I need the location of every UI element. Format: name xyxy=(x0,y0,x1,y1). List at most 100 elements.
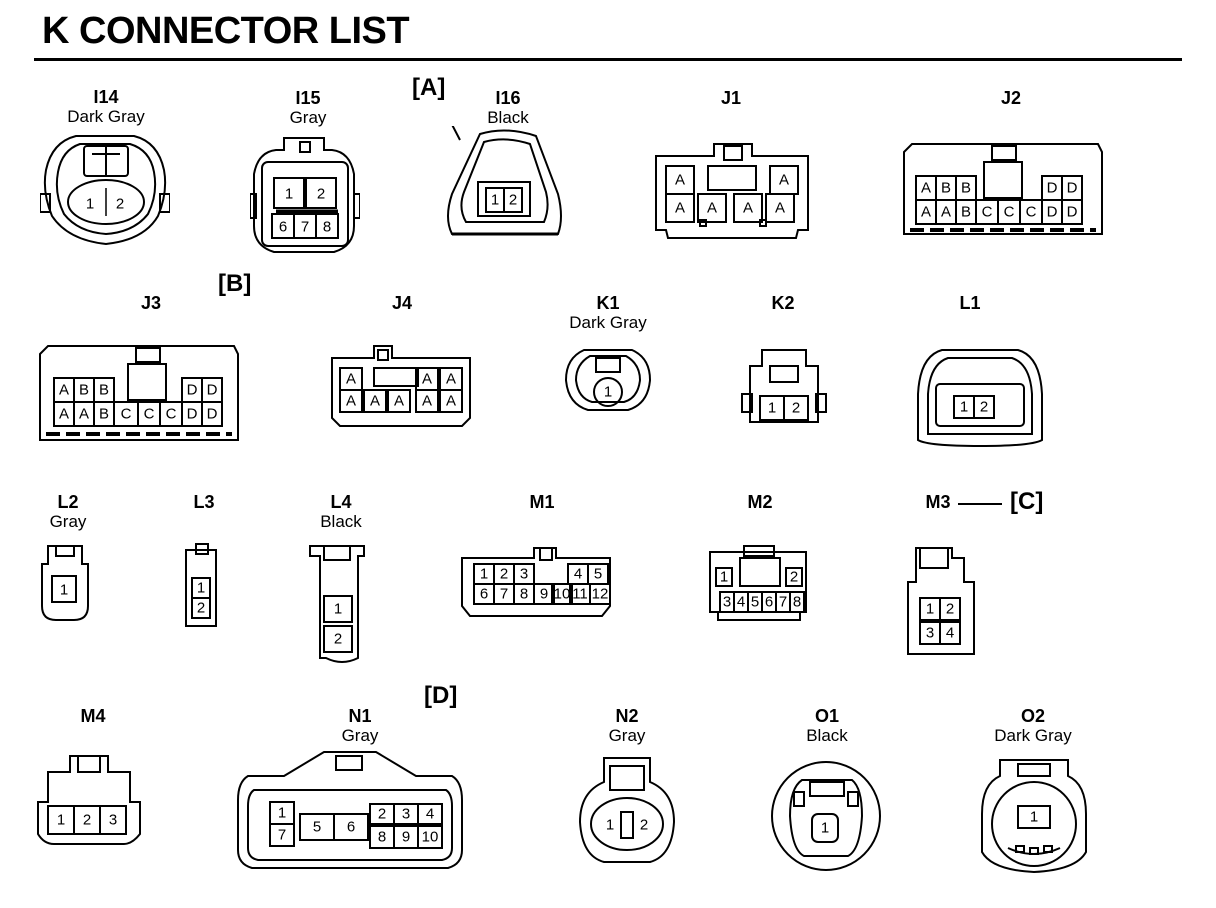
pin-label: A xyxy=(346,371,356,388)
pin-label: 1 xyxy=(285,186,293,203)
pin-label: A xyxy=(775,200,785,217)
pin-label: C xyxy=(166,406,177,423)
connector-drawing-k2: 1 2 xyxy=(741,349,827,423)
pin-label: A xyxy=(446,393,456,410)
pin-label: D xyxy=(1067,180,1078,197)
pin-label: D xyxy=(207,382,218,399)
connector-label-l3: L3 xyxy=(193,492,214,512)
connector-code: J4 xyxy=(391,293,413,313)
pin-label: 6 xyxy=(765,594,773,611)
connector-drawing-i16: 1 2 xyxy=(447,126,562,236)
connector-label-o1: O1 Black xyxy=(806,706,848,746)
pin-label: 2 xyxy=(116,196,124,213)
pin-label: 2 xyxy=(946,601,954,618)
connector-drawing-m2: 1 2 3 4 5 6 7 8 xyxy=(709,545,807,621)
callout-b: [B] xyxy=(218,270,252,297)
pin-label: 4 xyxy=(946,625,954,642)
connector-color: Gray xyxy=(608,726,646,745)
connector-drawing-j3: A B B D D A A B C C C D D xyxy=(39,345,239,441)
pin-label: B xyxy=(961,204,971,221)
connector-color: Gray xyxy=(289,108,327,127)
pin-label: C xyxy=(982,204,993,221)
pin-label: 5 xyxy=(594,566,602,583)
pin-label: A xyxy=(707,200,717,217)
pin-label: 2 xyxy=(792,400,800,417)
connector-label-k1: K1 Dark Gray xyxy=(569,293,646,333)
pin-label: 8 xyxy=(323,219,331,236)
connector-drawing-j2: A B B D D A A B C C C D D xyxy=(903,143,1103,235)
connector-label-i16: I16 Black xyxy=(487,88,529,128)
pin-label: D xyxy=(187,382,198,399)
pin-label: 12 xyxy=(592,586,609,603)
pin-label: 1 xyxy=(86,196,94,213)
connector-label-l4: L4 Black xyxy=(320,492,362,532)
connector-code: L3 xyxy=(193,492,215,512)
pin-label: 8 xyxy=(378,829,386,846)
connector-code: O1 xyxy=(814,706,840,726)
pin-label: A xyxy=(675,200,685,217)
connector-drawing-o1: 1 xyxy=(771,761,881,871)
connector-drawing-i14: 1 2 xyxy=(40,135,170,246)
connector-code: I14 xyxy=(93,87,119,107)
pin-label: A xyxy=(79,406,89,423)
connector-drawing-m4: 1 2 3 xyxy=(37,755,141,845)
connector-drawing-l1: 1 2 xyxy=(917,349,1043,448)
connector-code: J2 xyxy=(1000,88,1022,108)
connector-drawing-n1: 1 2 3 4 5 6 7 8 9 10 xyxy=(237,751,463,869)
pin-label: 9 xyxy=(540,586,548,603)
pin-label: 1 xyxy=(480,566,488,583)
pin-label: A xyxy=(422,371,432,388)
page-title: K CONNECTOR LIST xyxy=(42,10,410,52)
pin-label: C xyxy=(1004,204,1015,221)
pin-label: 1 xyxy=(768,400,776,417)
connector-code: J1 xyxy=(720,88,742,108)
pin-label: 1 xyxy=(720,569,728,586)
connector-label-m2: M2 xyxy=(747,492,772,512)
pin-label: 3 xyxy=(520,566,528,583)
connector-drawing-m1: 1 2 3 4 5 6 7 8 9 10 11 12 xyxy=(461,547,611,617)
pin-label: C xyxy=(121,406,132,423)
pin-label: B xyxy=(961,180,971,197)
callout-c: [C] xyxy=(1010,488,1044,515)
connector-code: M4 xyxy=(80,706,106,726)
connector-label-l1: L1 xyxy=(959,293,980,313)
connector-code: I15 xyxy=(295,88,321,108)
connector-drawing-l2: 1 xyxy=(41,545,89,621)
connector-code: N1 xyxy=(348,706,372,726)
pin-label: 8 xyxy=(520,586,528,603)
pin-label: 10 xyxy=(554,586,571,603)
connector-label-n2: N2 Gray xyxy=(609,706,646,746)
connector-color: Gray xyxy=(341,726,379,745)
pin-label: A xyxy=(394,393,404,410)
pin-label: 3 xyxy=(402,806,410,823)
pin-label: 7 xyxy=(500,586,508,603)
pin-label: A xyxy=(59,406,69,423)
pin-label: A xyxy=(921,180,931,197)
pin-label: 5 xyxy=(313,819,321,836)
pin-label: C xyxy=(1026,204,1037,221)
title-underline xyxy=(34,58,1182,61)
pin-label: 4 xyxy=(426,806,434,823)
pin-label: 3 xyxy=(109,812,117,829)
pin-label: B xyxy=(79,382,89,399)
pin-label: 1 xyxy=(60,582,68,599)
connector-label-j2: J2 xyxy=(1001,88,1021,108)
connector-code: I16 xyxy=(495,88,521,108)
pin-label: B xyxy=(941,180,951,197)
connector-color: Black xyxy=(806,726,848,745)
connector-code: O2 xyxy=(1020,706,1045,726)
pin-label: 1 xyxy=(606,817,614,834)
connector-label-j3: J3 xyxy=(141,293,161,313)
connector-drawing-i15: 1 2 6 7 8 xyxy=(250,137,360,253)
connector-code: M3 xyxy=(925,492,951,512)
pin-label: 1 xyxy=(821,820,829,837)
connector-code: L4 xyxy=(330,492,352,512)
callout-d: [D] xyxy=(424,682,458,709)
pin-label: D xyxy=(187,406,198,423)
pin-label: 6 xyxy=(279,219,287,236)
pin-label: 1 xyxy=(491,192,499,209)
connector-drawing-n2: 1 2 xyxy=(578,757,676,863)
connector-label-m4: M4 xyxy=(80,706,105,726)
pin-label: C xyxy=(144,406,155,423)
pin-label: 10 xyxy=(422,829,439,846)
